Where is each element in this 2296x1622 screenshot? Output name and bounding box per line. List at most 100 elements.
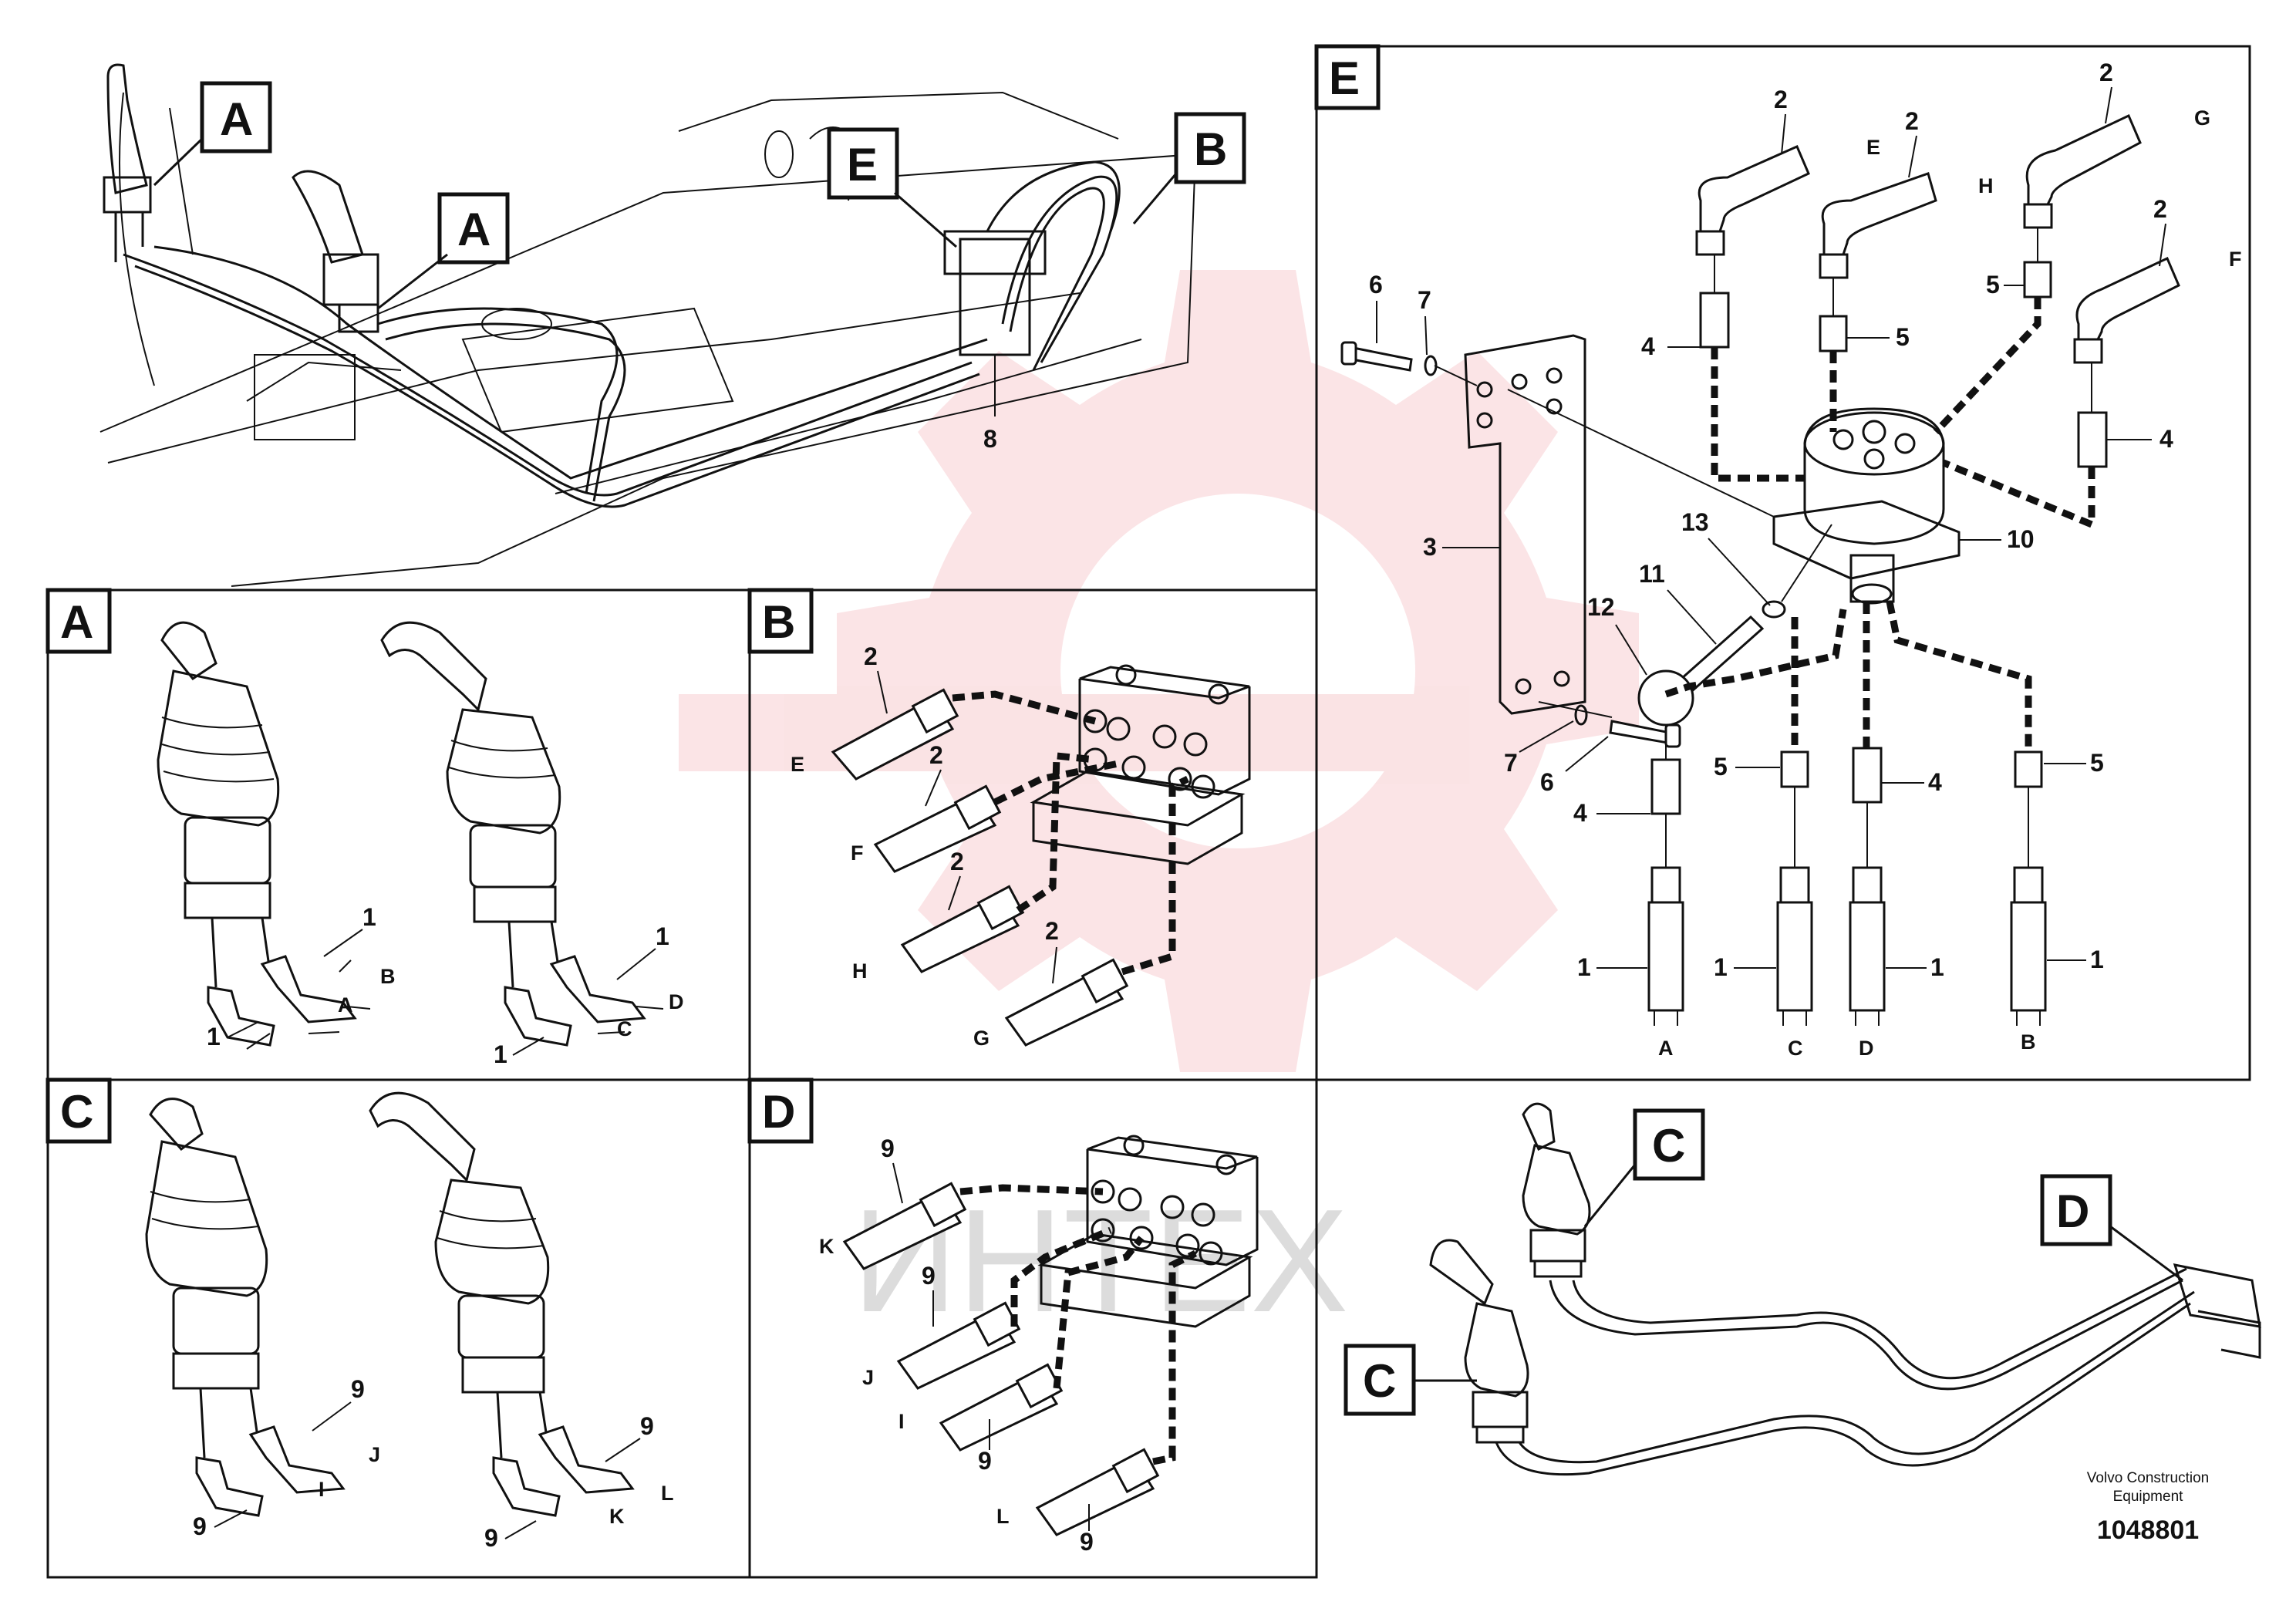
adapter-4-icon [1852, 747, 1883, 804]
panel-e-port-d: D [1859, 1037, 1874, 1060]
panel-e-num-2d: 2 [2153, 195, 2167, 223]
svg-text:E: E [847, 139, 878, 191]
panel-c-num-2: 9 [193, 1512, 207, 1540]
panel-e-port-b: B [2021, 1030, 2036, 1054]
panel-b-port-h: H [852, 959, 868, 983]
hose-l-icon [1035, 1448, 1160, 1536]
panel-d-frame [748, 1078, 1318, 1579]
panel-b-num-4: 2 [1045, 917, 1059, 945]
adapter-4-icon [1699, 292, 1730, 349]
panel-e-port-f: F [2229, 248, 2242, 271]
panel-a-frame [46, 588, 751, 1081]
overview-callout-a2: A [377, 192, 510, 310]
nipple-5-icon [2023, 261, 2052, 298]
overview2-callout-d: D [2040, 1174, 2183, 1282]
overview2-callout-c2: C [1344, 1344, 1477, 1416]
panel-e-port-h: H [1978, 174, 1994, 197]
hose-f-icon [873, 784, 1002, 873]
panel-e-num-1d: 1 [1930, 953, 1944, 981]
panel-d-port-l: L [996, 1505, 1010, 1528]
panel-e-num-4b: 4 [2159, 425, 2173, 453]
panel-e: E [1314, 44, 2242, 1060]
panel-a-num-2: 1 [207, 1023, 221, 1050]
panel-e-port-e: E [1866, 136, 1880, 159]
panel-a-num-1: 1 [362, 903, 376, 931]
panel-e-num-5c: 5 [1714, 753, 1728, 781]
overview-callout-b: B [1132, 112, 1246, 224]
panel-a-port-c: C [617, 1017, 632, 1040]
bracket-icon [1464, 334, 1586, 715]
hose-f-top-icon [2073, 256, 2180, 364]
panel-e-num-1b: 1 [2090, 946, 2104, 973]
joystick-right-icon [369, 1091, 550, 1458]
panel-b-num-2: 2 [929, 741, 943, 769]
panel-c-port-i: I [319, 1478, 325, 1501]
nipple-5-icon [2014, 750, 2043, 788]
panel-c-num-3: 9 [640, 1412, 654, 1440]
panel-e-frame [1315, 45, 2251, 1081]
panel-e-num-5b: 5 [1986, 271, 2000, 298]
panel-e-num-4d: 4 [1928, 768, 1942, 796]
valve-block-icon [1037, 1135, 1259, 1328]
panel-d-num-3: 9 [978, 1447, 992, 1475]
panel-a-port-d: D [669, 990, 684, 1013]
hose-k-icon [842, 1182, 967, 1270]
hose-1-d-icon [1849, 866, 1886, 1026]
nipple-5-icon [1780, 750, 1809, 788]
panel-e-num-13: 13 [1681, 508, 1709, 536]
hose-i-icon [939, 1363, 1064, 1452]
panel-b-title: B [762, 596, 795, 648]
panel-d-title: D [762, 1086, 795, 1138]
overview-drawing: A A E B 8 [99, 63, 1246, 587]
joystick-left-icon [145, 1098, 268, 1458]
svg-text:C: C [1652, 1120, 1685, 1172]
valve-block-icon [1030, 664, 1251, 865]
footer: Volvo Construction Equipment 1048801 [2087, 1470, 2209, 1545]
svg-text:B: B [1194, 123, 1227, 175]
panel-e-title: E [1329, 52, 1360, 104]
hose-h-icon [900, 885, 1025, 973]
nipple-5-icon [1819, 315, 1848, 352]
panel-c-port-l: L [661, 1482, 674, 1505]
joystick-left-icon [1522, 1102, 1591, 1278]
panel-d-port-j: J [862, 1366, 874, 1389]
cap-12-icon [1637, 669, 1694, 727]
panel-e-num-10: 10 [2007, 525, 2035, 553]
panel-c-frame [46, 1078, 751, 1579]
hose-g-top-icon [2023, 113, 2142, 229]
panel-e-port-c: C [1788, 1037, 1803, 1060]
watermark-gear-icon [679, 270, 1639, 1072]
overview-part-8: 8 [983, 425, 997, 453]
distributor-icon [1772, 407, 1961, 605]
overview-callout-e: E [827, 127, 957, 248]
footer-company-line1: Volvo Construction [2087, 1470, 2209, 1486]
panel-c-num-4: 9 [484, 1524, 498, 1552]
hose-j-icon [896, 1301, 1021, 1390]
panel-e-num-6b: 6 [1540, 768, 1554, 796]
footer-drawing-number: 1048801 [2097, 1516, 2199, 1545]
overview2-callout-c1: C [1583, 1108, 1705, 1227]
panel-c-port-k: K [609, 1505, 625, 1528]
panel-c-title: C [60, 1086, 93, 1138]
panel-e-num-7b: 7 [1504, 749, 1518, 777]
panel-a-port-a: A [338, 993, 353, 1017]
panel-e-num-11: 11 [1639, 560, 1665, 588]
panel-a-num-4: 1 [494, 1040, 507, 1068]
panel-c: C 9 J I 9 9 L K 9 [46, 1077, 674, 1552]
panel-e-port-a: A [1658, 1037, 1674, 1060]
panel-d-port-k: K [819, 1235, 834, 1258]
adapter-4-icon [1650, 758, 1681, 815]
hose-e-top-icon [1695, 145, 1810, 256]
overview2-drawing: C C D [1344, 1102, 2261, 1476]
panel-d-port-i: I [899, 1410, 905, 1433]
panel-e-num-1a: 1 [1577, 953, 1591, 981]
panel-e-port-g: G [2194, 106, 2210, 130]
panel-a-title: A [60, 596, 93, 648]
adapter-4-icon [2077, 411, 2108, 468]
panel-b-num-1: 2 [864, 642, 878, 670]
panel-d-num-1: 9 [881, 1135, 895, 1162]
panel-c-num-1: 9 [351, 1375, 365, 1403]
panel-e-num-5a: 5 [1896, 323, 1910, 351]
svg-text:A: A [457, 204, 491, 255]
hose-1-c-icon [1776, 866, 1813, 1026]
